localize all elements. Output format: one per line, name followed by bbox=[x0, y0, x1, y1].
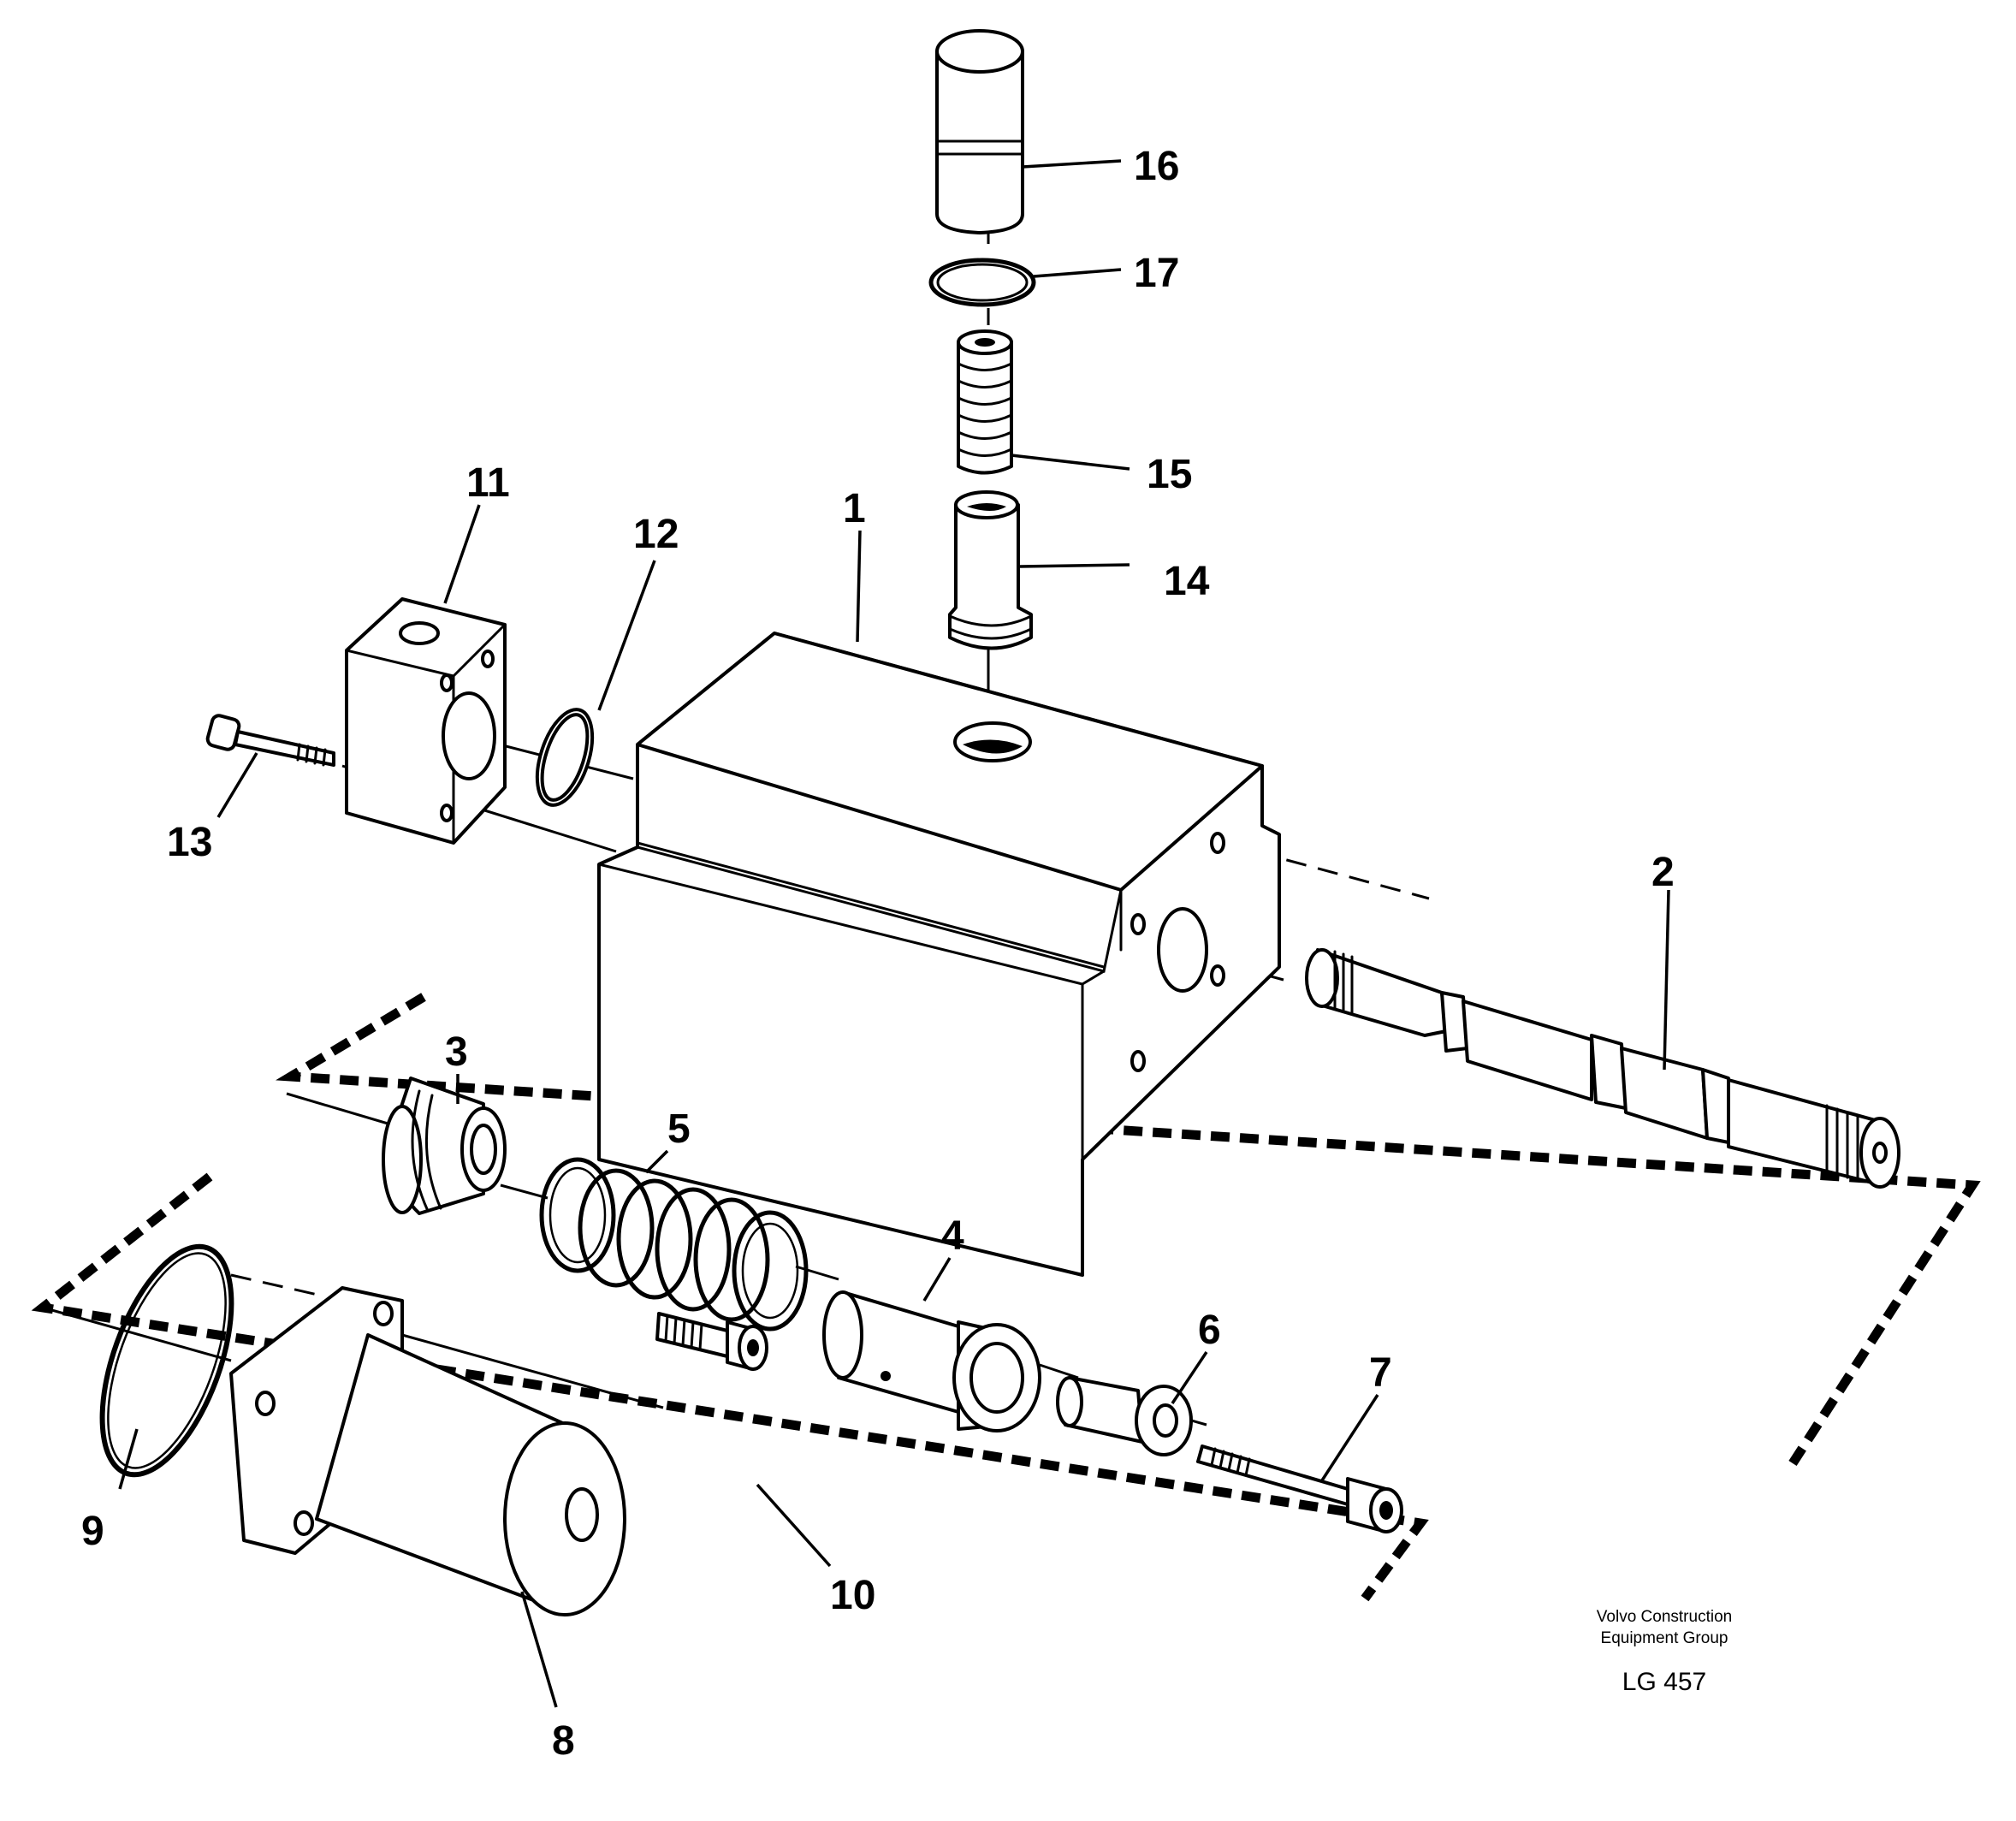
callout-10: 10 bbox=[830, 1573, 875, 1618]
callout-15: 15 bbox=[1147, 452, 1192, 497]
callout-1: 1 bbox=[843, 486, 866, 531]
callout-8: 8 bbox=[552, 1718, 575, 1764]
o-ring-9 bbox=[99, 1243, 234, 1478]
bushing-6 bbox=[1056, 1376, 1193, 1456]
solenoid-8 bbox=[229, 1286, 626, 1616]
seat-ring-3 bbox=[382, 1077, 507, 1215]
valve-housing bbox=[597, 632, 1281, 1277]
callout-14: 14 bbox=[1164, 559, 1210, 604]
leader-lines bbox=[118, 159, 1670, 1708]
callout-16: 16 bbox=[1134, 144, 1179, 189]
bracket-group-lower bbox=[31, 1172, 1429, 1602]
drawing-code: LG 457 bbox=[1622, 1668, 1706, 1696]
callout-2: 2 bbox=[1651, 850, 1675, 895]
bolt-10 bbox=[655, 1312, 768, 1371]
cap-16 bbox=[935, 29, 1024, 234]
bolt-13 bbox=[205, 714, 335, 767]
callouts: 1 2 3 4 5 6 7 8 9 10 11 12 13 14 15 16 1… bbox=[81, 144, 1675, 1764]
o-ring-12 bbox=[535, 708, 595, 807]
piston-4 bbox=[822, 1290, 1041, 1432]
spring-5 bbox=[539, 1157, 809, 1332]
spool bbox=[1305, 948, 1900, 1189]
bracket-group-upper bbox=[276, 993, 1981, 1466]
bolt-7 bbox=[1196, 1444, 1403, 1533]
callout-6: 6 bbox=[1198, 1308, 1221, 1353]
piston-15 bbox=[957, 329, 1013, 475]
credit-line-2: Equipment Group bbox=[1601, 1629, 1728, 1647]
callout-17: 17 bbox=[1134, 251, 1179, 296]
callout-12: 12 bbox=[633, 512, 679, 557]
callout-5: 5 bbox=[667, 1106, 691, 1152]
callout-13: 13 bbox=[167, 820, 212, 865]
credit-block: Volvo Construction Equipment Group LG 45… bbox=[1597, 1608, 1732, 1696]
o-ring-17 bbox=[928, 258, 1036, 307]
credit-line-1: Volvo Construction bbox=[1597, 1608, 1732, 1626]
callout-11: 11 bbox=[466, 460, 510, 506]
callout-4: 4 bbox=[941, 1213, 964, 1259]
callout-9: 9 bbox=[81, 1509, 104, 1554]
callout-7: 7 bbox=[1369, 1350, 1392, 1396]
sleeve-14 bbox=[948, 490, 1033, 650]
end-cover bbox=[345, 597, 507, 845]
callout-3: 3 bbox=[445, 1029, 468, 1075]
